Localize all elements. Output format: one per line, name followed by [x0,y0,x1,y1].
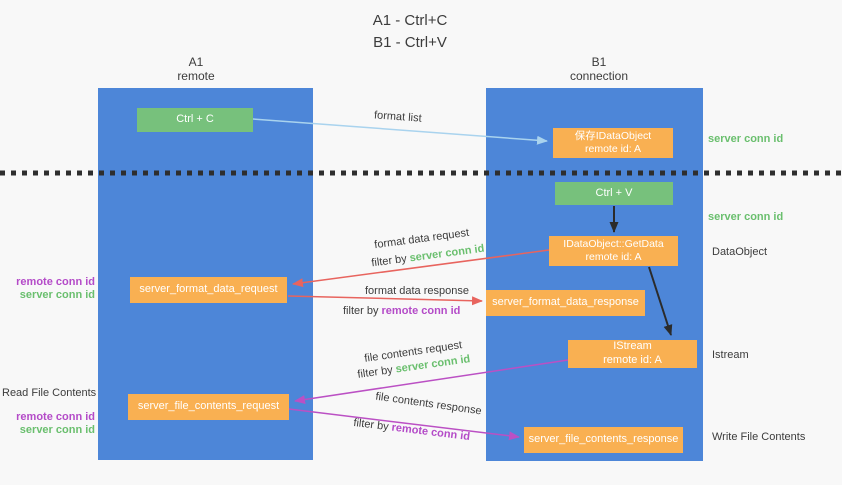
remote-conn-id-text: remote conn id [390,421,471,444]
ctrl-v-node: Ctrl + V [555,182,673,205]
server-format-data-response-node: server_format_data_response [486,290,645,316]
file-contents-response-label: file contents response [374,390,483,418]
format-list-label: format list [373,109,423,125]
server-format-data-request-label: server_format_data_request [139,283,278,296]
server-format-data-response-label: server_format_data_response [492,296,639,309]
lane-header-b1: B1 connection [549,55,649,84]
server-format-data-request-node: server_format_data_request [130,277,287,303]
server-file-contents-response-node: server_file_contents_response [524,427,683,453]
filter-by-remote-conn-id-label-1: filter by remote conn id [343,305,460,317]
lane-a1-subtitle: remote [177,69,215,84]
save-idataobject-node: 保存IDataObject remote id: A [553,128,673,158]
remote-conn-id-text: remote conn id [381,305,461,317]
format-request-conn-id-labels: remote conn id server conn id [2,276,95,302]
read-file-contents-label: Read File Contents [2,387,97,399]
title-line-2: B1 - Ctrl+V [373,33,447,51]
istream-side-label: Istream [712,349,749,361]
istream-line1: IStream [613,340,652,353]
filter-by-text: filter by [343,305,382,317]
lane-b1-subtitle: connection [569,69,629,84]
ctrl-v-label: Ctrl + V [595,186,633,199]
write-file-contents-label: Write File Contents [712,431,806,443]
dataobject-label: DataObject [712,246,768,258]
filter-by-text: filter by [356,363,397,381]
server-conn-id-label-left-1: server conn id [19,289,95,301]
title-line-1: A1 - Ctrl+C [372,12,448,29]
getdata-line1: IDataObject::GetData [563,237,664,250]
server-conn-id-label-left-2: server conn id [19,424,95,436]
server-conn-id-label-mid: server conn id [708,211,784,223]
server-file-contents-request-label: server_file_contents_request [137,400,280,413]
lane-a1-name: A1 [188,55,204,69]
remote-conn-id-label-1: remote conn id [16,276,95,288]
lane-b1-name: B1 [591,55,607,69]
server-file-contents-response-label: server_file_contents_response [528,433,679,446]
filter-by-remote-conn-id-label-2: filter by remote conn id [353,417,471,443]
format-data-response-label: format data response [365,285,469,297]
getdata-line2: remote id: A [585,251,642,263]
ctrl-c-node: Ctrl + C [137,108,253,132]
server-conn-id-label-top: server conn id [708,133,784,145]
ctrl-c-label: Ctrl + C [176,113,214,126]
istream-line2: remote id: A [603,354,662,366]
idataobject-getdata-node: IDataObject::GetData remote id: A [549,236,678,266]
server-conn-id-text: server conn id [408,242,486,265]
server-file-contents-request-node: server_file_contents_request [128,394,289,420]
istream-node: IStream remote id: A [568,340,697,368]
save-idataobject-line1: 保存IDataObject [574,129,652,142]
remote-conn-id-label-2: remote conn id [16,411,95,423]
filter-by-text: filter by [370,252,411,270]
filter-by-text: filter by [352,416,393,434]
diagram-title: A1 - Ctrl+C B1 - Ctrl+V [0,10,820,54]
file-request-conn-id-labels: remote conn id server conn id [2,411,95,437]
lane-header-a1: A1 remote [146,55,246,84]
save-idataobject-line2: remote id: A [584,143,642,155]
